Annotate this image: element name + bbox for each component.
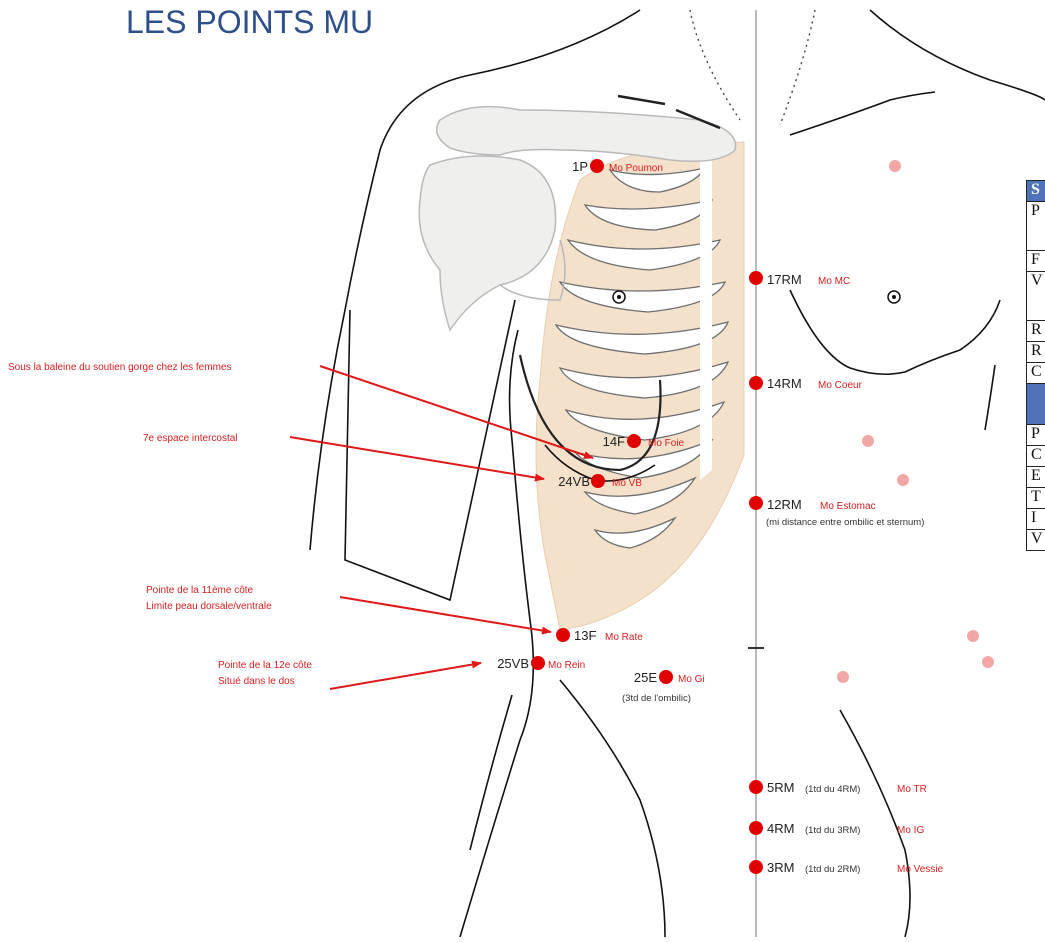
label-name-14F: Mo Foie bbox=[648, 438, 685, 449]
label-name-25VB: Mo Rein bbox=[548, 660, 585, 671]
table-cell: T bbox=[1027, 488, 1045, 509]
label-name-5RM: Mo TR bbox=[897, 784, 927, 795]
label-code-14F: 14F bbox=[603, 434, 625, 449]
nipple-right bbox=[888, 291, 900, 303]
point-13F bbox=[556, 628, 570, 642]
side-table: S P F V R R C P C E T I V bbox=[1026, 180, 1045, 551]
label-detail-5RM: (1td du 4RM) bbox=[805, 784, 860, 795]
label-code-24VB: 24VB bbox=[558, 474, 590, 489]
annotation-soutien-gorge: Sous la baleine du soutien gorge chez le… bbox=[8, 362, 231, 373]
table-cell: V bbox=[1027, 272, 1045, 321]
table-section-header bbox=[1027, 384, 1045, 425]
mirror-points bbox=[837, 160, 994, 683]
table-cell: C bbox=[1027, 363, 1045, 384]
label-name-13F: Mo Rate bbox=[605, 632, 643, 643]
annotation-intercostal: 7e espace intercostal bbox=[143, 433, 238, 444]
table-cell: E bbox=[1027, 467, 1045, 488]
label-code-3RM: 3RM bbox=[767, 860, 794, 875]
annotation-12e-cote-line1: Pointe de la 12e côte bbox=[218, 660, 312, 671]
label-code-12RM: 12RM bbox=[767, 497, 802, 512]
point-24VB bbox=[591, 474, 605, 488]
label-code-5RM: 5RM bbox=[767, 780, 794, 795]
page-title: LES POINTS MU bbox=[126, 4, 373, 41]
label-detail-3RM: (1td du 2RM) bbox=[805, 864, 860, 875]
point-25VB bbox=[531, 656, 545, 670]
label-note-25E: (3td de l'ombilic) bbox=[622, 693, 691, 704]
label-name-1P: Mo Poumon bbox=[609, 163, 663, 174]
label-code-17RM: 17RM bbox=[767, 272, 802, 287]
scapula-head bbox=[419, 156, 555, 330]
point-25E bbox=[659, 670, 673, 684]
label-detail-4RM: (1td du 3RM) bbox=[805, 825, 860, 836]
label-name-4RM: Mo IG bbox=[897, 825, 924, 836]
label-note-12RM: (mi distance entre ombilic et sternum) bbox=[766, 517, 924, 528]
label-name-25E: Mo Gi bbox=[678, 674, 705, 685]
label-name-24VB: Mo VB bbox=[612, 478, 642, 489]
label-code-25VB: 25VB bbox=[497, 656, 529, 671]
point-12RM bbox=[749, 496, 763, 510]
point-14F bbox=[627, 434, 641, 448]
point-5RM bbox=[749, 780, 763, 794]
label-code-4RM: 4RM bbox=[767, 821, 794, 836]
label-code-14RM: 14RM bbox=[767, 376, 802, 391]
label-code-13F: 13F bbox=[574, 628, 596, 643]
table-cell: R bbox=[1027, 321, 1045, 342]
point-1P bbox=[590, 159, 604, 173]
label-name-3RM: Mo Vessie bbox=[897, 864, 944, 875]
point-4RM bbox=[749, 821, 763, 835]
label-name-17RM: Mo MC bbox=[818, 276, 850, 287]
label-name-14RM: Mo Coeur bbox=[818, 380, 863, 391]
annotation-11eme-cote-line1: Pointe de la 11ème côte bbox=[146, 585, 254, 596]
label-code-1P: 1P bbox=[572, 159, 588, 174]
point-17RM bbox=[749, 271, 763, 285]
table-cell: V bbox=[1027, 530, 1045, 551]
label-code-25E: 25E bbox=[634, 670, 657, 685]
table-header-cell: S bbox=[1027, 181, 1045, 202]
table-cell: P bbox=[1027, 425, 1045, 446]
table-cell: C bbox=[1027, 446, 1045, 467]
point-14RM bbox=[749, 376, 763, 390]
table-cell: P bbox=[1027, 202, 1045, 251]
label-name-12RM: Mo Estomac bbox=[820, 501, 876, 512]
table-cell: F bbox=[1027, 251, 1045, 272]
point-3RM bbox=[749, 860, 763, 874]
table-cell: R bbox=[1027, 342, 1045, 363]
table-cell: I bbox=[1027, 509, 1045, 530]
annotation-11eme-cote-line2: Limite peau dorsale/ventrale bbox=[146, 601, 272, 612]
annotation-12e-cote-line2: Situé dans le dos bbox=[218, 676, 295, 687]
